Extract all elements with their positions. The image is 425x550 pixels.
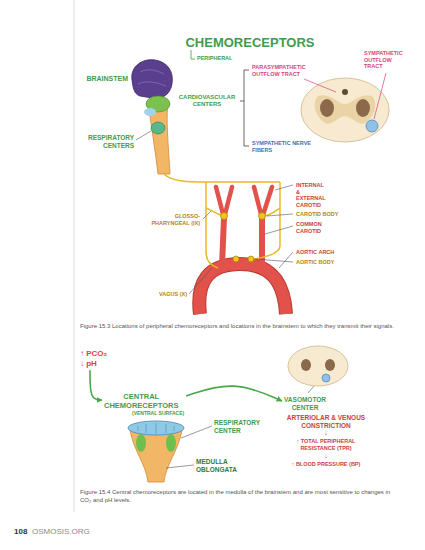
- part-label: INTERNAL & EXTERNAL CAROTID: [296, 182, 326, 208]
- tract-dot: [320, 99, 334, 117]
- tract-dot: [342, 89, 348, 95]
- leader-line: [181, 426, 212, 438]
- text-node: ↑ PCO₂↓ pH: [80, 349, 107, 368]
- part-label: SYMPATHETIC OUTFLOW TRACT: [364, 50, 410, 70]
- carotid-body: [259, 213, 266, 220]
- leader-line: [189, 268, 212, 294]
- grey-matter: [315, 95, 376, 124]
- text-node: VASOMOTOR CENTER: [284, 396, 326, 411]
- leader-line: [136, 131, 151, 140]
- brainstem-patch: [144, 108, 156, 116]
- part-label: AORTIC ARCH: [296, 249, 334, 256]
- flow-arrow: [90, 370, 102, 400]
- aortic-arch: [199, 264, 286, 314]
- tract-dot: [325, 359, 335, 371]
- bracket: [240, 70, 249, 146]
- node-text: CENTRAL CHEMORECEPTORS: [104, 392, 178, 410]
- part-label: BRAINSTEM: [86, 75, 128, 83]
- part-label: PARASYMPATHETIC OUTFLOW TRACT: [252, 64, 316, 77]
- part-label: RESPIRATORY CENTERS: [88, 134, 134, 149]
- carotid-body: [221, 213, 228, 220]
- tract-dot: [301, 359, 311, 371]
- aortic-arch: [199, 264, 286, 314]
- node-text: ↓ pH: [80, 359, 107, 369]
- effect-label: ↑ BLOOD PRESSURE (BP): [292, 461, 361, 468]
- flow-arrow: ↓: [324, 429, 328, 437]
- subtitle: PERIPHERAL: [197, 55, 232, 62]
- effect-label: ARTERIOLAR & VENOUS CONSTRICTION: [276, 414, 376, 429]
- medulla-side: [166, 434, 176, 452]
- leader-line: [275, 185, 293, 190]
- part-label: CARDIOVASCULAR CENTERS: [179, 94, 236, 108]
- flow-arrow: ↓: [324, 452, 328, 460]
- part-label: SYMPATHETIC NERVE FIBERS: [252, 140, 312, 153]
- margin-rule: [74, 0, 75, 512]
- respiratory-center: [151, 122, 165, 134]
- cord-section: [301, 78, 389, 142]
- brain: [132, 60, 173, 99]
- part-label: CAROTID BODY: [296, 211, 338, 218]
- part-label: VAGUS (X): [159, 291, 187, 298]
- text-node: CENTRAL CHEMORECEPTORS(VENTRAL SURFACE): [104, 392, 184, 416]
- figure-caption: Figure 15.3 Locations of peripheral chem…: [80, 322, 400, 330]
- node-text: VASOMOTOR CENTER: [284, 396, 326, 411]
- sympathetic-tract: [366, 120, 378, 132]
- part-label: AORTIC BODY: [296, 259, 335, 266]
- medulla-side: [136, 434, 146, 452]
- leader-line: [166, 465, 194, 468]
- part-label: MEDULLA OBLONGATA: [196, 458, 237, 473]
- cord-section: [288, 346, 348, 386]
- leader-line: [267, 214, 293, 216]
- sympathetic-tract: [322, 374, 330, 382]
- medulla: [130, 430, 182, 482]
- nerve: [253, 182, 280, 259]
- leader-line: [279, 252, 293, 268]
- nerve: [164, 174, 280, 182]
- leader-line: [255, 259, 293, 262]
- ventral-ribs: [138, 423, 174, 434]
- figure-caption: Figure 15.4 Central chemoreceptors are l…: [80, 488, 400, 504]
- figure-title: CHEMORECEPTORS: [185, 35, 314, 51]
- connectors: [90, 370, 282, 401]
- page-number: 108: [14, 527, 27, 537]
- aortic-body: [248, 256, 254, 262]
- leader-line: [265, 226, 293, 234]
- part-label: COMMON CAROTID: [296, 221, 322, 234]
- node-text: (VENTRAL SURFACE): [132, 410, 184, 416]
- part-label: RESPIRATORY CENTER: [214, 419, 260, 434]
- leader-line: [308, 386, 314, 393]
- leader-line: [304, 79, 336, 92]
- site-name: OSMOSIS.ORG: [32, 527, 90, 537]
- effect-label: ↑ TOTAL PERIPHERAL RESISTANCE (TPR): [280, 438, 372, 451]
- part-label: GLOSSO-PHARYNGEAL (IX): [140, 213, 200, 226]
- flow-arrow: [186, 386, 282, 401]
- vagus-nerve: [206, 182, 218, 268]
- leader-line: [203, 211, 211, 219]
- ventral-surface: [128, 421, 184, 435]
- node-text: ↑ PCO₂: [80, 349, 107, 359]
- tract-dot: [356, 99, 370, 117]
- leader-lines: [189, 185, 293, 294]
- brain-fold: [138, 70, 166, 86]
- leader-line: [374, 73, 386, 119]
- subtitle-hook: [191, 50, 195, 59]
- aortic-body: [233, 256, 239, 262]
